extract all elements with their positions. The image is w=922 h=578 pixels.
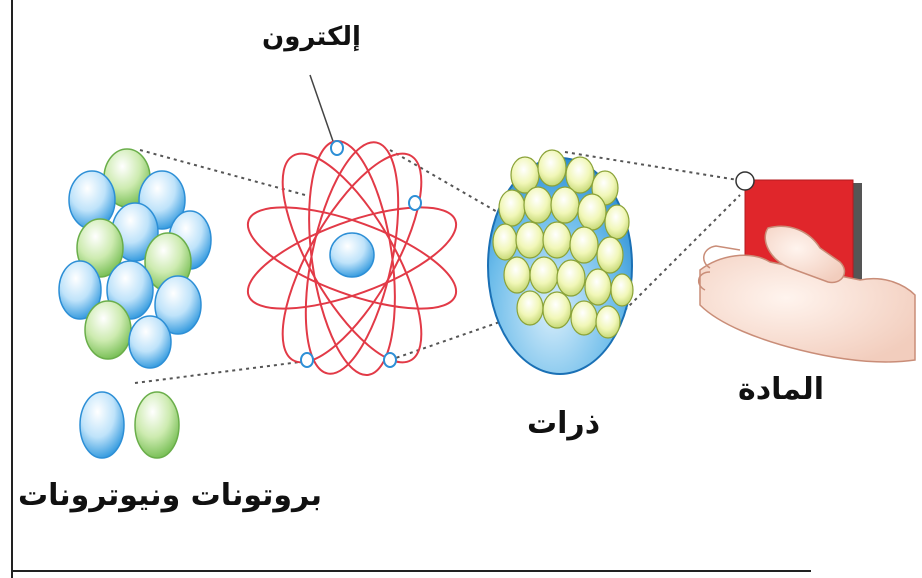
electron-pointer-line (310, 75, 335, 147)
hand-holding-block-icon (699, 172, 915, 362)
nucleus-cluster-icon (59, 149, 211, 368)
single-neutron-icon (135, 392, 179, 458)
atom-cell (493, 224, 517, 260)
electron-dot (409, 196, 421, 210)
atom-nucleus (330, 233, 374, 277)
zoom-circle (736, 172, 754, 190)
electron-label: إلكترون (262, 22, 361, 52)
atom-cell (504, 257, 530, 293)
atom-cell (585, 269, 611, 305)
atom-cell (499, 190, 525, 226)
atom-cell (605, 205, 629, 239)
atom-cell (571, 301, 597, 335)
atoms-label: ذرات (527, 406, 600, 441)
atom-cell (543, 292, 571, 328)
atom-sphere-icon (488, 150, 633, 374)
atom-cell (551, 187, 579, 223)
atom-cell (543, 222, 571, 258)
atom-cell (538, 150, 566, 186)
atom-cell (517, 291, 543, 325)
electron-dot (301, 353, 313, 367)
atom-cell (570, 227, 598, 263)
atom-orbit-icon (236, 134, 467, 381)
atom-cell (530, 257, 558, 293)
atom-cell (578, 194, 606, 230)
nucleons-label: بروتونات ونيوترونات (18, 478, 322, 513)
connector-lines (135, 150, 740, 383)
electron-dot (384, 353, 396, 367)
atom-cell (596, 306, 620, 338)
neutron (85, 301, 131, 359)
atom-cell (597, 237, 623, 273)
atom-cell (524, 187, 552, 223)
atom-cell (611, 274, 633, 306)
matter-label: المادة (738, 372, 824, 407)
single-proton-icon (80, 392, 124, 458)
proton (129, 316, 171, 368)
atom-cell (516, 222, 544, 258)
electron-dot (331, 141, 343, 155)
atom-cell (557, 260, 585, 296)
